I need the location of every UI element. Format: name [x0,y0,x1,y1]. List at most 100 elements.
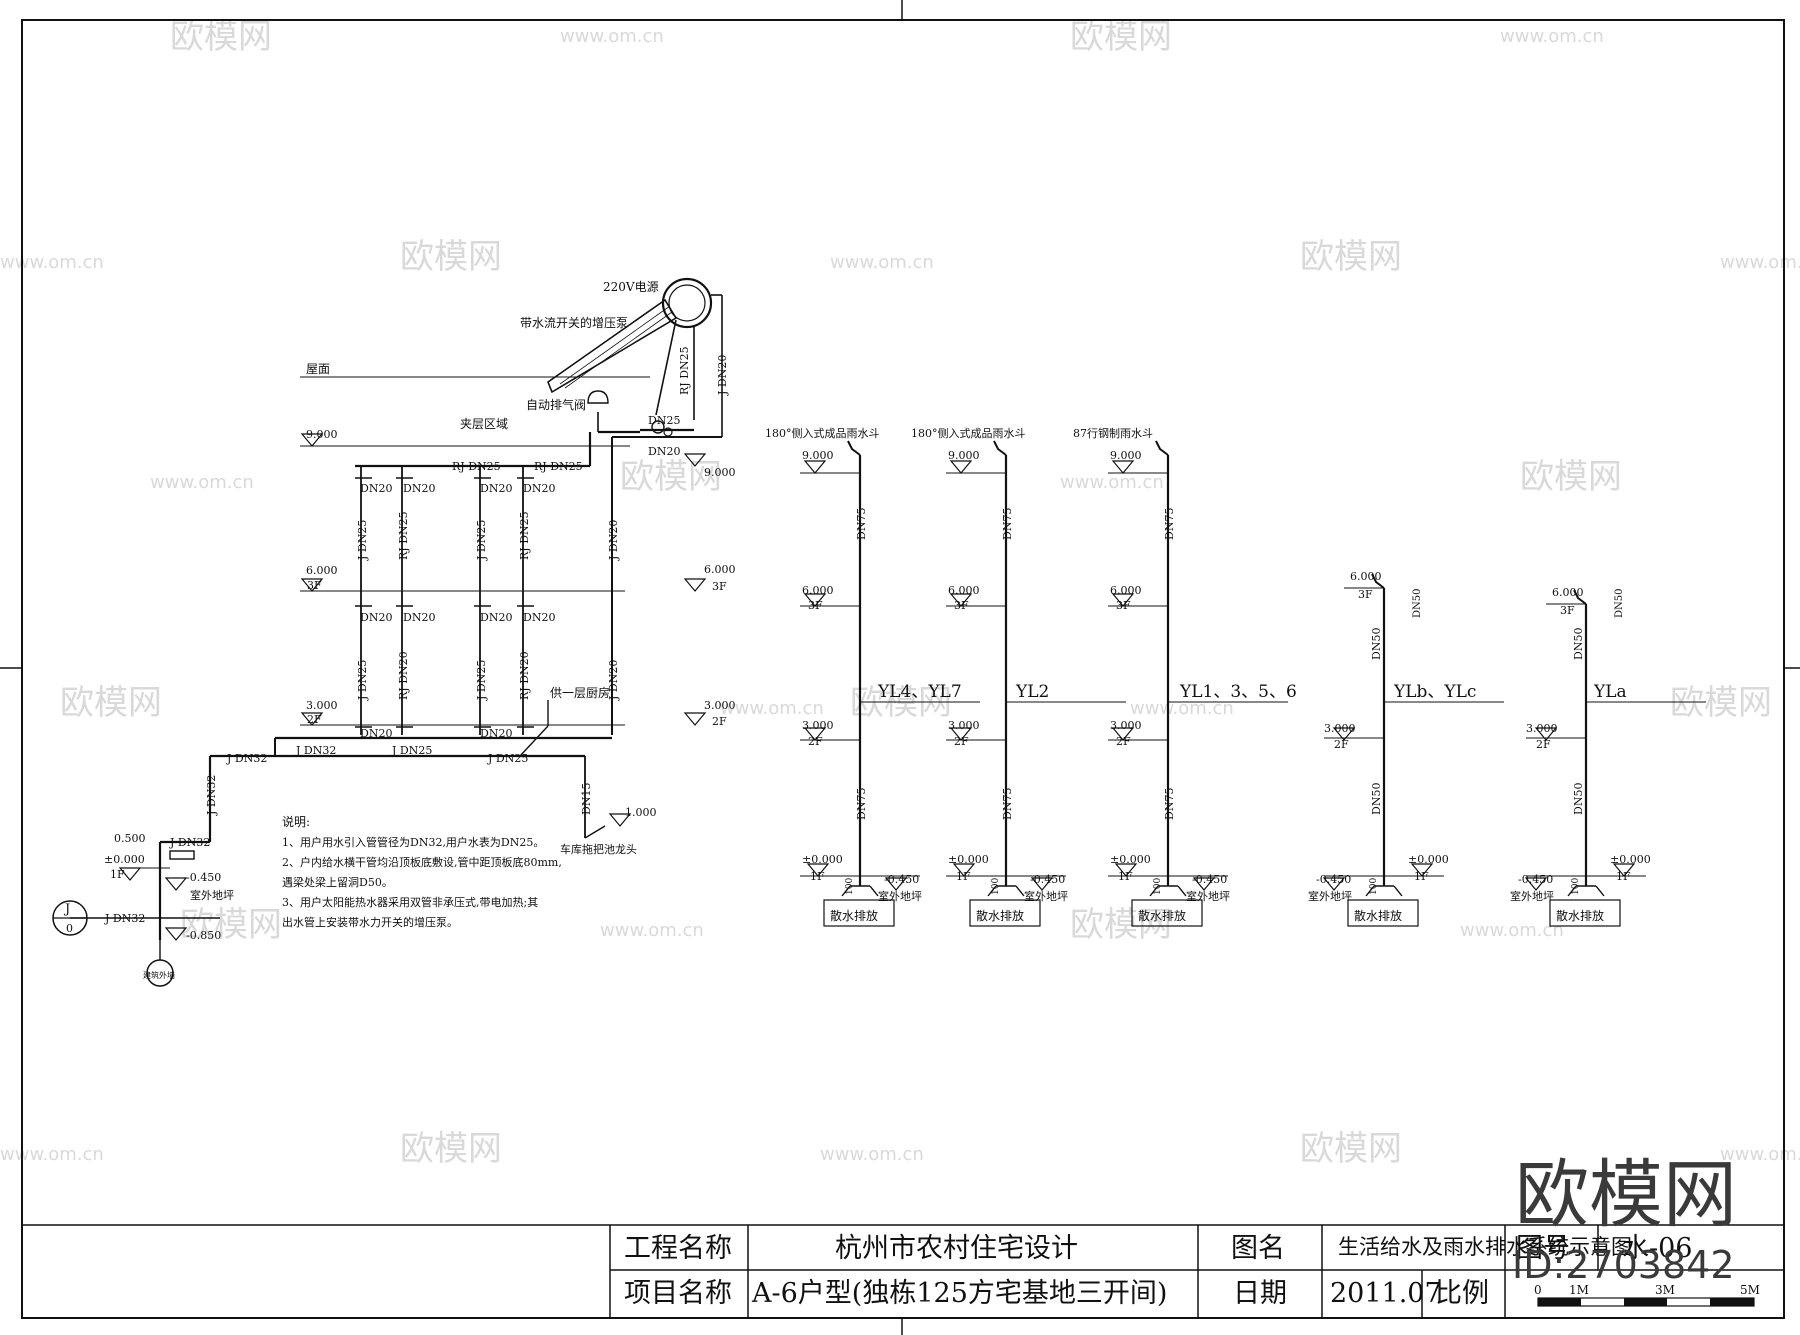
pipe-size: DN75 [1163,788,1176,820]
branch-dn20-7: DN20 [480,611,512,624]
rain-id: YL1、3、5、6 [1179,682,1297,702]
floor-2f: 2F [1116,735,1131,748]
elev-9-left: 9.000 [306,428,338,441]
pipe-size: DN75 [855,508,868,540]
floor-1f: 1F [1414,870,1429,883]
elev-6: 6.000 [1552,586,1584,599]
floor-3f: 3F [954,599,969,612]
ground: 室外地坪 [1024,889,1068,903]
pipe-size: DN50 [1370,783,1383,815]
branch-dn50: DN50 [1614,589,1625,619]
rain-system-2: 散水排放YL29.000180°侧入式成品雨水斗6.0003F3.0002FDN… [911,427,1126,927]
riser-j32-main: J DN32 [205,775,218,816]
hopper-label: 180°侧入式成品雨水斗 [911,427,1026,440]
level-marker [884,877,908,891]
watermark-brand: 欧模网 [400,1129,502,1169]
scale-tick-1m: 1M [1569,1283,1589,1297]
air-valve-icon [587,390,609,432]
riser-rj25-4: RJ DN25 [518,511,531,560]
notes-title: 说明: [282,814,310,829]
scale-label: 比例 [1435,1278,1489,1309]
elev-0000: ±0.000 [104,853,145,866]
rain-hopper-icon [1155,440,1169,456]
watermark-brand: 欧模网 [1520,457,1622,497]
date-value: 2011.07 [1330,1278,1442,1309]
elev-m0450: -0.450 [1518,873,1553,886]
pipe-j25-a: J DN25 [391,744,432,757]
drawing-no-label: 图号 [1516,1233,1570,1264]
level-marker [1111,727,1135,741]
elev-m0450: -0.450 [1192,873,1227,886]
drain-outlet-icon [1567,885,1605,897]
floor-2f-right: 2F [712,715,727,728]
elev-3: 3.000 [802,719,834,732]
rain-hopper-icon [1371,573,1385,589]
rain-system-4: 散水排放YLb、YLc6.0003F3.0002FDN50DN50DN50-0.… [1308,570,1504,927]
branch-dn20-10: DN20 [480,727,512,740]
floor-2f: 2F [954,735,969,748]
level-marker [952,863,976,877]
drain-outlet-icon [1149,885,1187,897]
watermark-site: www.om.cn [1720,252,1800,273]
elev-3-left: 3.000 [306,699,338,712]
floor-1f-left: 1F [110,868,125,881]
floor-2f: 2F [1334,738,1349,751]
outlet-size: 100 [1369,878,1379,895]
floor-1f: 1F [1616,870,1631,883]
floor-1f: 1F [956,870,971,883]
watermark-site: www.om.cn [0,252,104,273]
watermark-site: www.om.cn [150,472,254,493]
node-marker-j0 [52,900,88,936]
outdoor-left: 室外地坪 [190,888,234,902]
drain-label: 散水排放 [1556,908,1604,923]
branch-dn20-3: DN20 [480,482,512,495]
floor-2f: 2F [1536,738,1551,751]
watermark-site: www.om.cn [720,698,824,719]
watermark-site: www.om.cn [1060,472,1164,493]
elev-m0850: -0.850 [186,929,221,942]
drawing-name-label: 图名 [1231,1233,1285,1264]
watermark-brand: 欧模网 [1300,1129,1402,1169]
rain-id: YLa [1593,682,1627,702]
outlet-size: 100 [1571,878,1581,895]
riser-j25-1: J DN25 [356,520,369,561]
level-marker [803,727,827,741]
level-marker [949,727,973,741]
riser-j25-8: J DN25 [475,660,488,701]
pipe-j32-c: J DN32 [104,912,145,925]
watermark-site: www.om.cn [600,920,704,941]
pipe-size: DN75 [1001,788,1014,820]
branch-dn20-1: DN20 [360,482,392,495]
outlet-size: 100 [991,878,1001,895]
watermark-site: www.om.cn [1460,920,1564,941]
branch-dn20-8: DN20 [523,611,555,624]
drain-label: 散水排放 [976,908,1024,923]
watermark-layer: 欧模网欧模网欧模网欧模网欧模网欧模网欧模网欧模网欧模网欧模网欧模网欧模网欧模网w… [0,17,1800,1169]
drain-outlet-icon [987,885,1025,897]
pipe-j25-b: J DN25 [487,752,528,765]
level-marker [803,593,827,607]
watermark-site: www.om.cn [560,26,664,47]
level-marker [1192,877,1216,891]
elev-m0450: -0.450 [884,873,919,886]
riser-j20-tank: J DN20 [716,355,729,396]
elev-3: 3.000 [1110,719,1142,732]
rain-hopper-icon [1573,589,1587,605]
rain-systems: 散水排放YL4、YL79.000180°侧入式成品雨水斗6.0003F3.000… [765,427,1706,927]
riser-j20-5: J DN20 [607,520,620,561]
watermark-site: www.om.cn [830,252,934,273]
elev-9: 9.000 [948,449,980,462]
elev-6-left: 6.000 [306,564,338,577]
node-letter: J [63,902,70,917]
watermark-site: www.om.cn [1130,698,1234,719]
branch-dn20-6: DN20 [403,611,435,624]
label-pump: 带水流开关的增压泵 [520,315,628,330]
pipe-rj25-main-b: RJ DN25 [534,460,583,473]
drain-label: 散水排放 [1354,908,1402,923]
rain-hopper-icon [847,440,861,456]
ground: 室外地坪 [1510,889,1554,903]
ground: 室外地坪 [878,889,922,903]
label-power: 220V电源 [603,280,659,294]
elev-6: 6.000 [1350,570,1382,583]
